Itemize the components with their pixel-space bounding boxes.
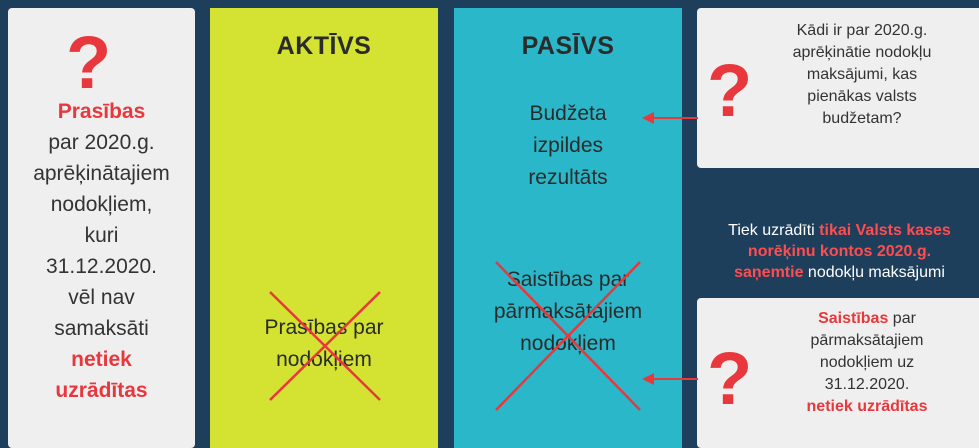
question-card-bottom: ? Saistības par pārmaksātajiem nodokļiem… — [697, 298, 979, 448]
pasivs-budget-line: rezultāts — [528, 166, 608, 189]
left-line: aprēķinātajiem — [33, 162, 170, 185]
left-info-card: ? Prasības par 2020.g. aprēķinātajiem no… — [8, 8, 195, 448]
info-highlight: tikai Valsts kases — [819, 222, 951, 239]
left-line-emphasis: netiek — [71, 348, 132, 371]
question-bottom-line: nodokļiem uz — [819, 354, 915, 371]
left-line: par 2020.g. — [48, 131, 155, 154]
left-line: samaksāti — [54, 317, 149, 340]
question-bottom-line: Saistības par — [767, 308, 967, 330]
question-bottom-emphasis: netiek uzrādītas — [806, 398, 928, 415]
info-highlight: norēķinu kontos 2020.g. — [747, 243, 932, 260]
pasivs-item-overpaid-liabilities: Saistības par pārmaksātajiem nodokļiem — [454, 264, 682, 360]
pasivs-liab-line: pārmaksātajiem — [493, 300, 643, 323]
pasivs-item-budget-result: Budžeta izpildes rezultāts — [454, 98, 682, 194]
left-line-emphasis: uzrādītas — [55, 379, 148, 402]
pasivs-budget-line: Budžeta — [529, 102, 607, 125]
aktivs-item-tax-claims: Prasības par nodokļiem — [210, 312, 438, 376]
left-line: kuri — [84, 224, 119, 247]
question-top-line: aprēķinātie nodokļu — [792, 44, 932, 61]
question-mark-icon: ? — [66, 21, 112, 104]
aktivs-column: AKTĪVS Prasības par nodokļiem — [210, 8, 438, 448]
pasivs-heading: PASĪVS — [521, 32, 615, 60]
question-mark-icon: ? — [707, 49, 753, 132]
pasivs-liab-line: nodokļiem — [520, 332, 616, 355]
question-bottom-rest: par — [888, 310, 916, 327]
question-card-top: ? Kādi ir par 2020.g. aprēķinātie nodokļ… — [697, 8, 979, 168]
question-top-text: Kādi ir par 2020.g. aprēķinātie nodokļu … — [767, 20, 957, 130]
question-top-line: Kādi ir par 2020.g. — [796, 22, 928, 39]
question-mark-icon: ? — [707, 337, 753, 420]
info-text: nodokļu maksājumi — [803, 264, 945, 281]
aktivs-item-line: nodokļiem — [276, 348, 372, 371]
pasivs-liab-line: Saistības par — [506, 268, 630, 291]
pasivs-column: PASĪVS Budžeta izpildes rezultāts Saistī… — [454, 8, 682, 448]
left-title: Prasības — [57, 100, 146, 123]
pasivs-budget-line: izpildes — [532, 134, 604, 157]
left-line: vēl nav — [68, 286, 135, 309]
info-text: Tiek uzrādīti — [728, 222, 820, 239]
left-line: nodokļiem, — [50, 193, 153, 216]
question-top-line: maksājumi, kas — [806, 66, 918, 83]
left-card-text: Prasības par 2020.g. aprēķinātajiem nodo… — [8, 96, 195, 406]
question-bottom-highlight: Saistības — [818, 310, 889, 327]
question-top-line: budžetam? — [822, 110, 902, 127]
question-bottom-line: pārmaksātajiem — [810, 332, 924, 349]
left-line: 31.12.2020. — [46, 255, 157, 278]
question-bottom-line: 31.12.2020. — [824, 376, 910, 393]
info-highlight: saņemtie — [734, 264, 804, 281]
aktivs-heading: AKTĪVS — [276, 32, 372, 60]
info-note: Tiek uzrādīti tikai Valsts kases norēķin… — [700, 220, 979, 283]
aktivs-item-line: Prasības par — [264, 316, 384, 339]
question-top-line: pienākas valsts — [807, 88, 917, 105]
question-bottom-text: Saistības par pārmaksātajiem nodokļiem u… — [767, 308, 967, 418]
